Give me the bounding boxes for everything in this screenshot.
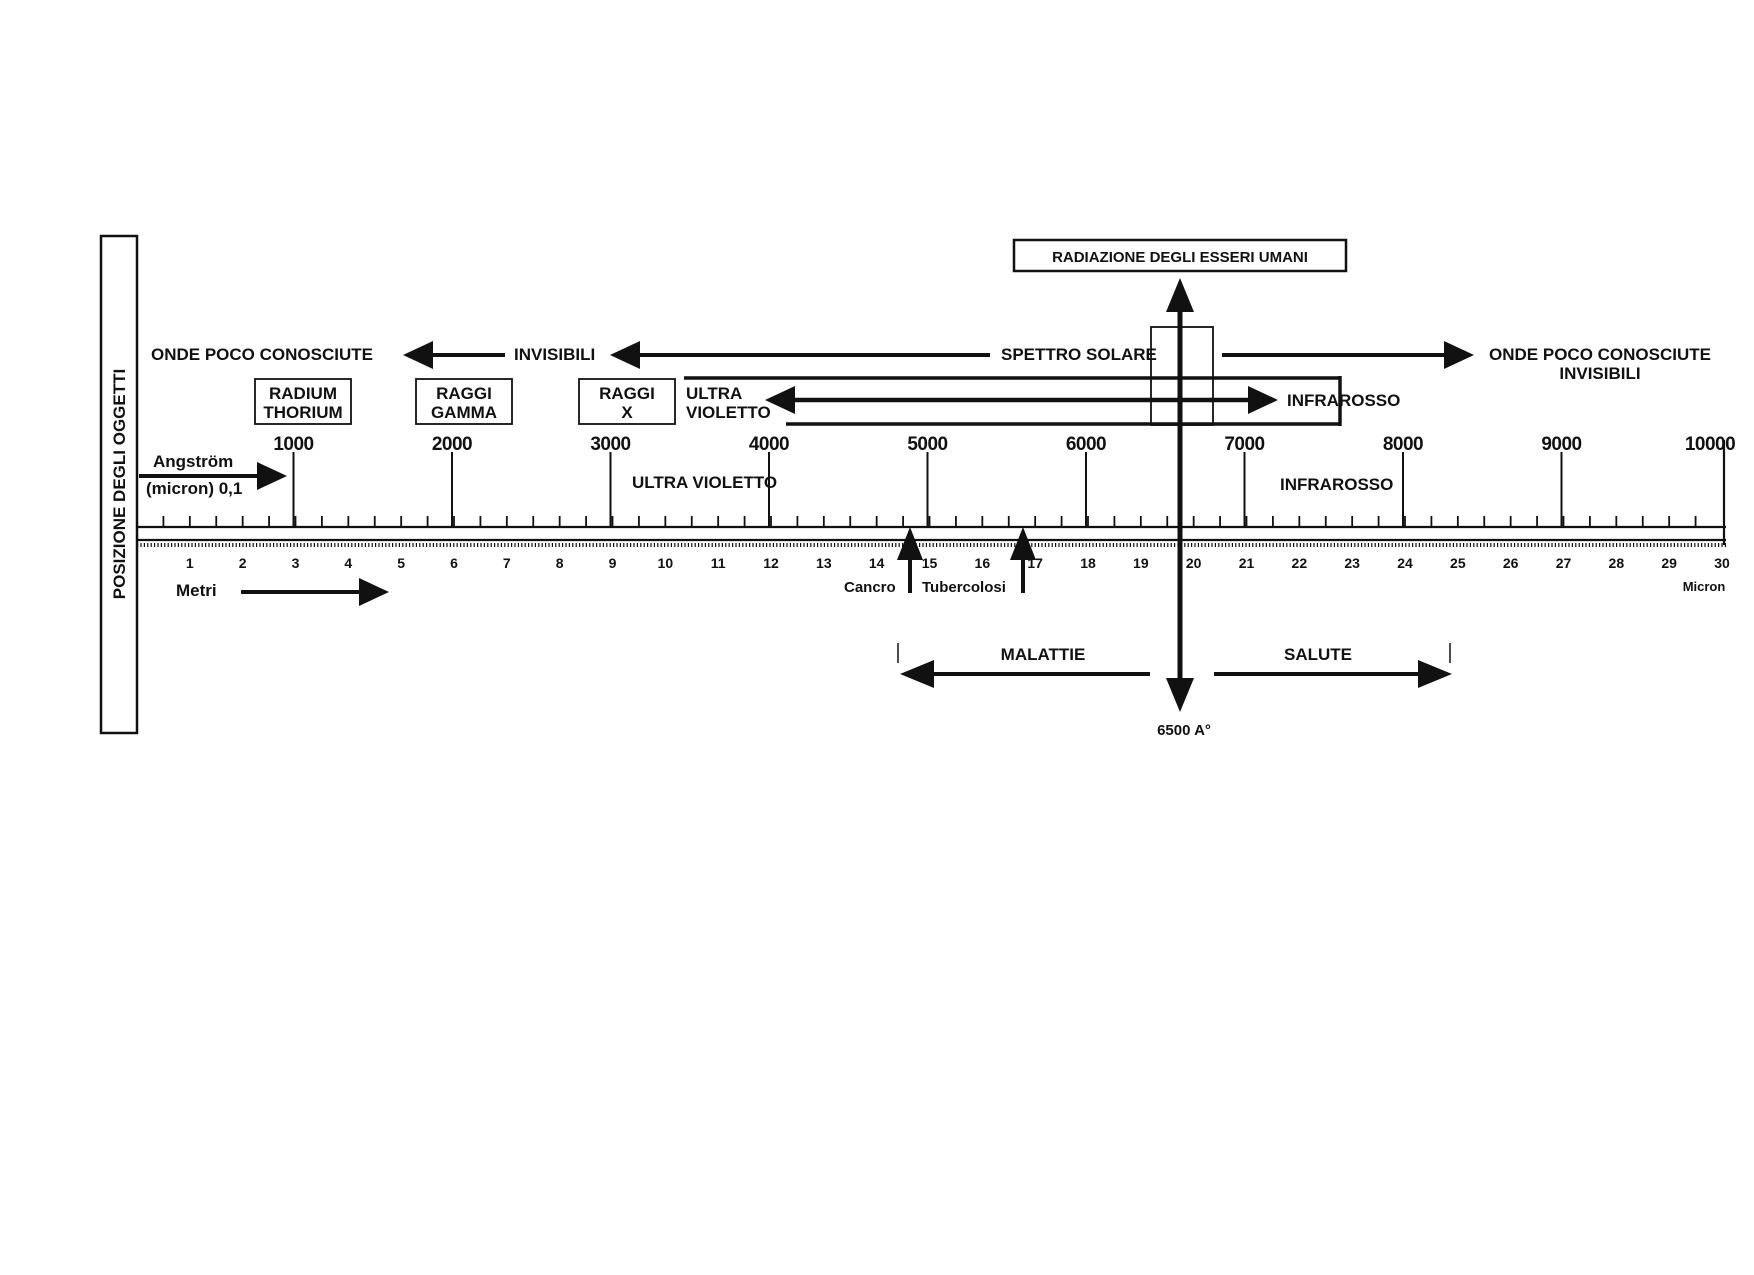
micron-tick-label: 29 <box>1661 555 1677 571</box>
uv-bottom-label: ULTRA VIOLETTO <box>632 473 777 492</box>
invisible-label: INVISIBILI <box>514 345 595 364</box>
angstrom-tick-label: 3000 <box>590 434 630 455</box>
x-rays-box <box>578 378 676 425</box>
micron-tick-label: 1 <box>186 555 194 571</box>
micron-tick-label: 4 <box>344 555 352 571</box>
radium-thorium-box <box>254 378 352 425</box>
angstrom-tick-label: 2000 <box>432 434 472 455</box>
angstrom-tick-label: 1000 <box>273 434 313 455</box>
micron-tick-label: 13 <box>816 555 832 571</box>
micron-tick-label: 12 <box>763 555 779 571</box>
angstrom-label-2: (micron) 0,1 <box>146 479 242 498</box>
angstrom-tick-label: 9000 <box>1541 434 1581 455</box>
micron-tick-label: 23 <box>1344 555 1360 571</box>
micron-tick-label: 22 <box>1292 555 1308 571</box>
human-radiation-label: RADIAZIONE DEGLI ESSERI UMANI <box>1052 249 1308 266</box>
tuberculosis-label: Tubercolosi <box>922 579 1006 596</box>
right-waves-label-2: INVISIBILI <box>1559 364 1640 383</box>
ir-arrow-head <box>1248 386 1278 414</box>
micron-tick-label: 30 <box>1714 555 1730 571</box>
angstrom-tick-label: 5000 <box>907 434 947 455</box>
micron-unit-label: Micron <box>1683 579 1726 594</box>
gamma-rays-box <box>415 378 513 425</box>
right-waves-label-1: ONDE POCO CONOSCIUTE <box>1489 345 1711 364</box>
ir-bottom-label: INFRAROSSO <box>1280 475 1393 494</box>
health-label: SALUTE <box>1284 645 1352 664</box>
micron-tick-label: 18 <box>1080 555 1096 571</box>
thorium-label: THORIUM <box>263 403 342 422</box>
scale-minor-tick-group <box>162 516 1697 527</box>
angstrom-tick-label: 10000 <box>1685 434 1735 455</box>
micron-tick-label: 27 <box>1556 555 1572 571</box>
micron-tick-label: 6 <box>450 555 458 571</box>
arrow-to-left-waves-head <box>403 341 433 369</box>
human-radiation-arrow-down <box>1166 678 1194 712</box>
human-radiation-value: 6500 A° <box>1157 722 1211 739</box>
radium-label: RADIUM <box>269 384 337 403</box>
micron-tick-label: 28 <box>1609 555 1625 571</box>
health-arrow-head <box>1418 660 1452 688</box>
angstrom-arrow-head <box>257 462 287 490</box>
disease-label: MALATTIE <box>1001 645 1086 664</box>
micron-tick-label: 15 <box>922 555 938 571</box>
micron-tick-label: 19 <box>1133 555 1149 571</box>
micron-tick-label: 8 <box>556 555 564 571</box>
arrow-to-invisible-head <box>610 341 640 369</box>
metri-label: Metri <box>176 581 217 600</box>
micron-tick-label: 16 <box>975 555 991 571</box>
left-waves-label: ONDE POCO CONOSCIUTE <box>151 345 373 364</box>
metri-arrow-head <box>359 578 389 606</box>
angstrom-tick-label: 7000 <box>1224 434 1264 455</box>
angstrom-tick-group: 1000 2000 3000 4000 5000 6000 7000 8000 9000 1000… <box>273 434 1736 527</box>
uv-label-2: VIOLETTO <box>686 403 771 422</box>
micron-tick-label: 3 <box>292 555 300 571</box>
micron-tick-label: 20 <box>1186 555 1202 571</box>
cancer-marker-head <box>897 527 923 560</box>
micron-tick-label: 2 <box>239 555 247 571</box>
micron-tick-label: 26 <box>1503 555 1519 571</box>
micron-tick-label: 11 <box>711 555 726 571</box>
human-radiation-box <box>1012 238 1348 273</box>
micron-tick-label: 25 <box>1450 555 1466 571</box>
gamma-label-2: GAMMA <box>431 403 497 422</box>
angstrom-label-1: Angström <box>153 452 233 471</box>
angstrom-tick-label: 4000 <box>749 434 789 455</box>
disease-arrow-head <box>900 660 934 688</box>
x-rays-label-1: RAGGI <box>599 384 655 403</box>
micron-tick-label: 9 <box>609 555 617 571</box>
tuberculosis-marker-head <box>1010 527 1036 560</box>
x-rays-label-2: X <box>621 403 633 422</box>
micron-tick-label: 7 <box>503 555 511 571</box>
micron-tick-label: 21 <box>1239 555 1255 571</box>
micron-tick-label: 5 <box>397 555 405 571</box>
object-position-label: POSIZIONE DEGLI OGGETTI <box>110 369 129 599</box>
human-radiation-arrow-up <box>1166 278 1194 312</box>
solar-spectrum-label: SPETTRO SOLARE <box>1001 345 1157 364</box>
angstrom-tick-label: 8000 <box>1383 434 1423 455</box>
cancer-label: Cancro <box>844 579 896 596</box>
object-position-bar <box>99 234 139 735</box>
gamma-label-1: RAGGI <box>436 384 492 403</box>
micron-tick-label: 24 <box>1397 555 1413 571</box>
uv-arrow-head <box>765 386 795 414</box>
arrow-to-right-waves-head <box>1444 341 1474 369</box>
micron-tick-label: 10 <box>658 555 674 571</box>
angstrom-tick-label: 6000 <box>1066 434 1106 455</box>
uv-label-1: ULTRA <box>686 384 742 403</box>
micron-tick-label: 14 <box>869 555 885 571</box>
ir-top-label: INFRAROSSO <box>1287 391 1400 410</box>
